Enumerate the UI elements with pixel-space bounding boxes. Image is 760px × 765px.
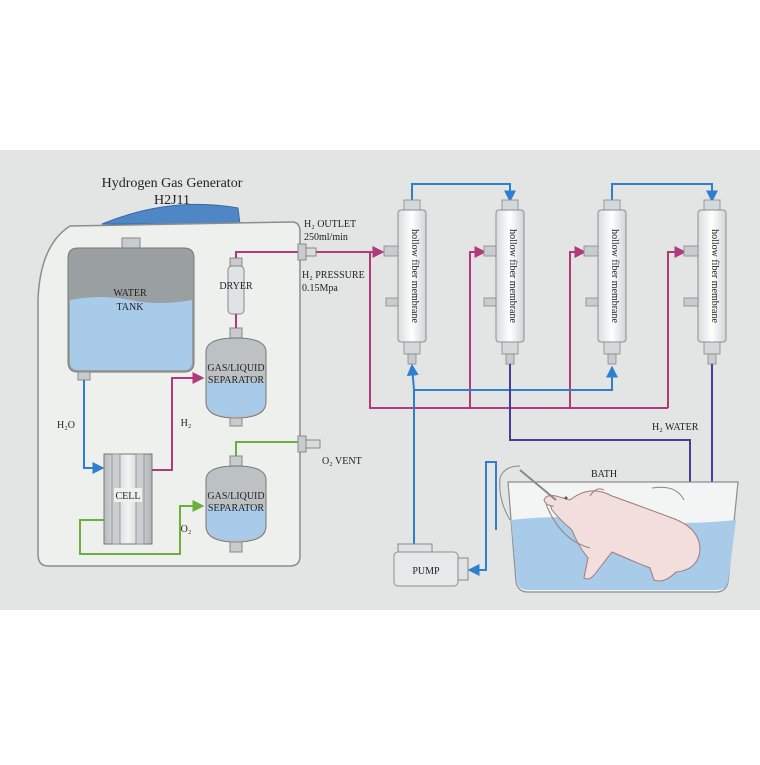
h2-outlet-label: H₂ OUTLET bbox=[304, 219, 356, 230]
generator-handle bbox=[101, 203, 241, 225]
h2o-pipe bbox=[83, 380, 105, 474]
h2-water-label: H₂ WATER bbox=[652, 422, 699, 433]
hollow-fiber-membrane-1 bbox=[383, 199, 427, 365]
cell-label: CELL bbox=[116, 491, 141, 502]
h2-label: H₂ bbox=[181, 418, 192, 429]
h2-pipe-to-membrane4 bbox=[667, 246, 687, 408]
h2-pressure-label: H₂ PRESSURE bbox=[302, 270, 365, 281]
cell-label-bg bbox=[114, 488, 142, 502]
h2-outlet-flow: 250ml/min bbox=[304, 232, 348, 243]
water-pipe-membrane3-to-membrane4 bbox=[611, 183, 718, 203]
gas-liquid-separator-lower bbox=[205, 455, 267, 553]
h2-pipe-to-separator bbox=[152, 372, 205, 471]
hollow-fiber-membrane-2 bbox=[483, 199, 525, 365]
water-tank-label-line1: WATER bbox=[113, 288, 147, 299]
o2-vent-fitting bbox=[297, 435, 321, 453]
water-tank-label-line2: TANK bbox=[117, 302, 145, 313]
generator-model: H2J11 bbox=[154, 193, 190, 208]
separator-upper-label-line1: GAS/LIQUID bbox=[207, 363, 264, 374]
h2-manifold bbox=[369, 252, 668, 409]
water-tank bbox=[67, 237, 195, 381]
water-pipe-to-membrane3 bbox=[414, 365, 618, 391]
separator-lower-label-line2: SEPARATOR bbox=[208, 503, 264, 514]
water-pipe-bath-to-pump bbox=[467, 461, 497, 576]
membrane-1-label: hollow fiber membrane bbox=[409, 229, 420, 323]
hollow-fiber-membrane-3 bbox=[583, 199, 627, 365]
h2-pipe-to-membrane2 bbox=[469, 246, 487, 408]
h2-pipe-dryer-to-outlet bbox=[235, 251, 300, 258]
pump bbox=[393, 543, 469, 587]
o2-label: O₂ bbox=[181, 524, 192, 535]
h2-pipe-to-membrane3 bbox=[569, 246, 587, 408]
o2-vent-label: O₂ VENT bbox=[322, 456, 362, 467]
membrane-4-label: hollow fiber membrane bbox=[709, 229, 720, 323]
separator-lower-label-line1: GAS/LIQUID bbox=[207, 491, 264, 502]
separator-upper-label-line2: SEPARATOR bbox=[208, 375, 264, 386]
dryer-label: DRYER bbox=[219, 281, 253, 292]
bath-label: BATH bbox=[591, 469, 617, 480]
water-pipe-membrane1-to-membrane2 bbox=[411, 183, 516, 203]
generator-title: Hydrogen Gas Generator bbox=[102, 176, 243, 191]
h2-pressure-value: 0.15Mpa bbox=[302, 283, 338, 294]
o2-pipe-to-separator bbox=[79, 500, 205, 555]
pig-in-bath bbox=[499, 465, 701, 582]
hollow-fiber-membrane-4 bbox=[683, 199, 727, 365]
membrane-2-label: hollow fiber membrane bbox=[507, 229, 518, 323]
h2-outlet-fitting bbox=[297, 243, 317, 261]
h2o-label: H₂O bbox=[57, 420, 75, 431]
gas-liquid-separator-upper bbox=[205, 327, 267, 427]
membrane-3-label: hollow fiber membrane bbox=[609, 229, 620, 323]
pump-label: PUMP bbox=[412, 566, 440, 577]
